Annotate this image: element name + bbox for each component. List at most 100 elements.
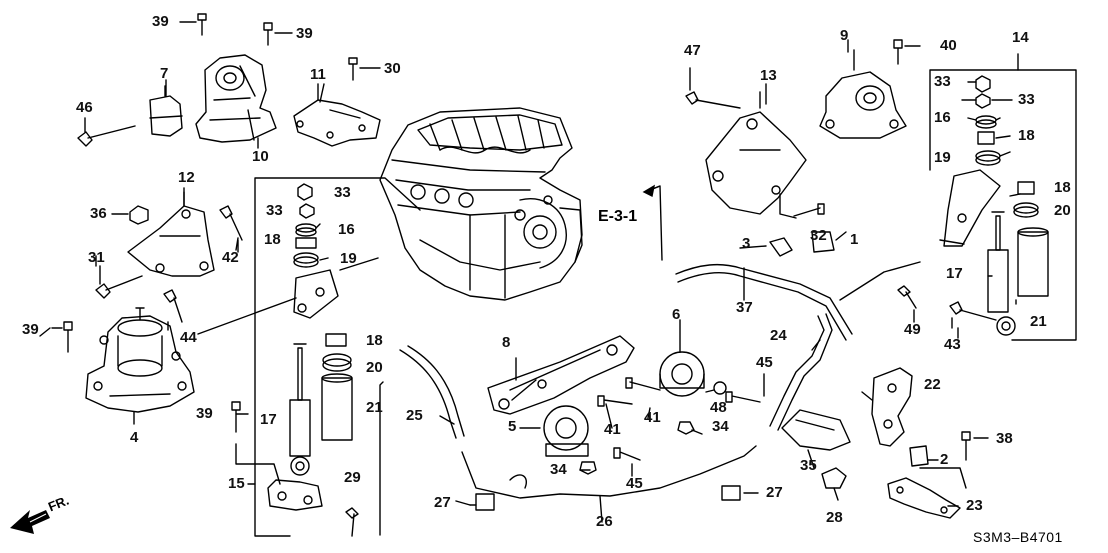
- callout-20[interactable]: 20: [366, 359, 383, 376]
- callout-5[interactable]: 5: [508, 418, 517, 435]
- callout-37[interactable]: 37: [736, 299, 753, 316]
- callout-15[interactable]: 15: [228, 475, 245, 492]
- mount-9: [819, 49, 907, 139]
- nut-33-right-b: [975, 93, 991, 109]
- callout-21[interactable]: 21: [1030, 313, 1047, 330]
- callout-7[interactable]: 7: [160, 65, 169, 82]
- callout-20[interactable]: 20: [1054, 202, 1071, 219]
- bushing-18b: [325, 333, 347, 347]
- callout-24[interactable]: 24: [770, 327, 787, 344]
- callout-18[interactable]: 18: [1018, 127, 1035, 144]
- hose-24: [769, 313, 833, 431]
- callout-1[interactable]: 1: [850, 231, 859, 248]
- damper-17: [289, 343, 311, 476]
- callout-8[interactable]: 8: [502, 334, 511, 351]
- callout-17[interactable]: 17: [260, 411, 277, 428]
- callout-17[interactable]: 17: [946, 265, 963, 282]
- callout-34[interactable]: 34: [550, 461, 567, 478]
- callout-41[interactable]: 41: [644, 409, 661, 426]
- leader-lines: [39, 39, 1021, 523]
- callout-18[interactable]: 18: [264, 231, 281, 248]
- callout-44[interactable]: 44: [180, 329, 197, 346]
- callout-39[interactable]: 39: [196, 405, 213, 422]
- callout-38[interactable]: 38: [996, 430, 1013, 447]
- callout-23[interactable]: 23: [966, 497, 983, 514]
- callout-41[interactable]: 41: [604, 421, 621, 438]
- exploded-box-left: [254, 177, 421, 537]
- callout-2[interactable]: 2: [940, 451, 949, 468]
- callout-16[interactable]: 16: [338, 221, 355, 238]
- callout-30[interactable]: 30: [384, 60, 401, 77]
- callout-46[interactable]: 46: [76, 99, 93, 116]
- diagram-code: S3M3–B4701: [973, 529, 1063, 545]
- callout-6[interactable]: 6: [672, 306, 681, 323]
- bolt-44: [163, 289, 183, 323]
- callout-12[interactable]: 12: [178, 169, 195, 186]
- callout-11[interactable]: 11: [310, 66, 326, 83]
- callout-36[interactable]: 36: [90, 205, 107, 222]
- washer-48: [713, 381, 727, 395]
- clip-27-left: [469, 493, 495, 511]
- pulley-6: [659, 351, 705, 397]
- bolt-31: [95, 265, 143, 299]
- callout-29[interactable]: 29: [344, 469, 361, 486]
- callout-35[interactable]: 35: [800, 457, 817, 474]
- bolt-46: [77, 117, 136, 147]
- nut-33-right-a: [975, 75, 991, 93]
- callout-48[interactable]: 48: [710, 399, 727, 416]
- callout-47[interactable]: 47: [684, 42, 701, 59]
- callout-26[interactable]: 26: [596, 513, 613, 530]
- callout-18[interactable]: 18: [1054, 179, 1071, 196]
- callout-45[interactable]: 45: [756, 354, 773, 371]
- callout-22[interactable]: 22: [924, 376, 941, 393]
- callout-3[interactable]: 3: [742, 235, 751, 252]
- callout-39[interactable]: 39: [152, 13, 169, 30]
- clip-2: [909, 445, 929, 467]
- bracket-35: [781, 409, 851, 451]
- callout-9[interactable]: 9: [840, 27, 849, 44]
- callout-4[interactable]: 4: [130, 429, 139, 446]
- callout-27[interactable]: 27: [434, 494, 451, 511]
- callout-31[interactable]: 31: [88, 249, 105, 266]
- bushing-20: [322, 353, 352, 372]
- callout-18[interactable]: 18: [366, 332, 383, 349]
- callout-28[interactable]: 28: [826, 509, 843, 526]
- callout-45[interactable]: 45: [626, 475, 643, 492]
- bushing-20-right: [1013, 202, 1039, 218]
- callout-32[interactable]: 32: [810, 227, 827, 244]
- callout-49[interactable]: 49: [904, 321, 921, 338]
- nut-34-a: [677, 421, 695, 435]
- callout-27[interactable]: 27: [766, 484, 783, 501]
- boot-21: [321, 373, 353, 441]
- bracket-7: [149, 85, 183, 137]
- callout-16[interactable]: 16: [934, 109, 951, 126]
- callout-39[interactable]: 39: [22, 321, 39, 338]
- bracket-19-left: [293, 269, 339, 319]
- hose-37: [675, 263, 853, 341]
- bolt-39-lower-left: [51, 321, 73, 353]
- callout-33[interactable]: 33: [934, 73, 951, 90]
- callout-21[interactable]: 21: [366, 399, 383, 416]
- bracket-11: [293, 83, 381, 147]
- callout-42[interactable]: 42: [222, 249, 239, 266]
- callout-33[interactable]: 33: [1018, 91, 1035, 108]
- bracket-8: [487, 335, 635, 415]
- callout-40[interactable]: 40: [940, 37, 957, 54]
- callout-33[interactable]: 33: [266, 202, 283, 219]
- callout-39[interactable]: 39: [296, 25, 313, 42]
- callout-34[interactable]: 34: [712, 418, 729, 435]
- callout-14[interactable]: 14: [1012, 29, 1029, 46]
- callout-10[interactable]: 10: [252, 148, 269, 165]
- callout-43[interactable]: 43: [944, 336, 961, 353]
- callout-25[interactable]: 25: [406, 407, 423, 424]
- callout-19[interactable]: 19: [340, 250, 357, 267]
- callout-33[interactable]: 33: [334, 184, 351, 201]
- callout-13[interactable]: 13: [760, 67, 777, 84]
- hose-25: [399, 345, 465, 439]
- reference-e-3-1[interactable]: E-3-1: [598, 208, 638, 225]
- bolt-41b: [597, 395, 633, 407]
- bracket-13: [705, 91, 807, 215]
- bolt-40: [893, 39, 921, 65]
- callout-19[interactable]: 19: [934, 149, 951, 166]
